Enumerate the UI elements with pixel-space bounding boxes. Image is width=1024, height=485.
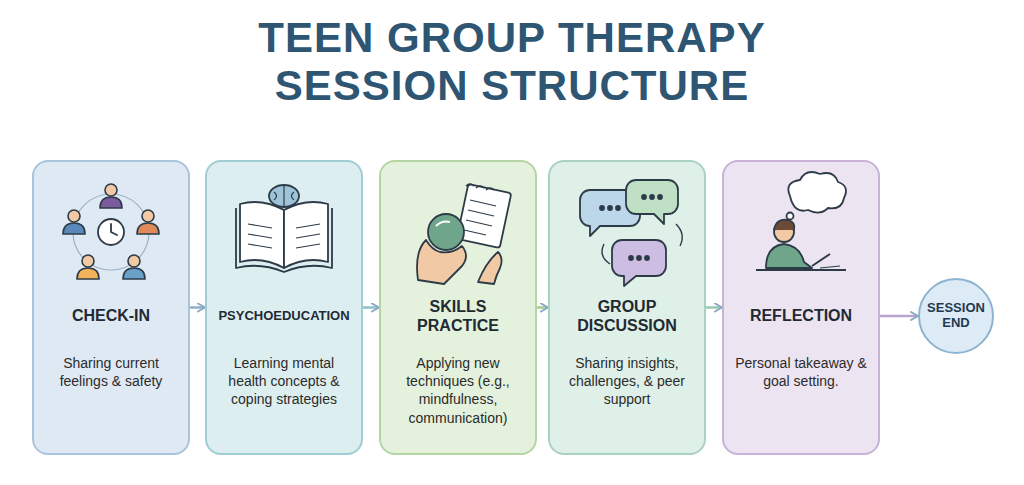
- stage-box: CHECK-IN Sharing current feelings & safet…: [32, 160, 190, 455]
- stage-description: Applying new techniques (e.g., mindfulne…: [391, 354, 525, 427]
- stage-box: SKILLS PRACTICE Applying new techniques (…: [379, 160, 537, 455]
- stage-heading: GROUP DISCUSSION: [556, 297, 698, 335]
- stage-box: PSYCHOEDUCATION Learning mental health co…: [205, 160, 363, 455]
- stage-description: Sharing insights, challenges, & peer sup…: [560, 354, 694, 409]
- heading-holder: GROUP DISCUSSION: [556, 284, 698, 348]
- stage-description: Learning mental health concepts & coping…: [217, 354, 351, 409]
- stage-description: Personal takeaway & goal setting.: [734, 354, 868, 390]
- flow-arrow: [190, 306, 205, 309]
- stage-heading: CHECK-IN: [72, 306, 150, 325]
- skills-icon: [417, 184, 511, 284]
- heading-holder: CHECK-IN: [40, 284, 182, 348]
- diagram-title: TEEN GROUP THERAPY SESSION STRUCTURE: [212, 14, 812, 110]
- stage-box: GROUP DISCUSSION Sharing insights, challe…: [548, 160, 706, 455]
- end-circle: SESSION END: [918, 278, 994, 354]
- stage-box: REFLECTION Personal takeaway & goal setti…: [722, 160, 880, 455]
- stage-heading: REFLECTION: [750, 306, 852, 325]
- discussion-icon: [580, 180, 682, 286]
- stage-heading: PSYCHOEDUCATION: [218, 308, 349, 324]
- flow-arrow: [706, 306, 722, 309]
- heading-holder: PSYCHOEDUCATION: [213, 284, 355, 348]
- flow-arrow: [537, 306, 548, 309]
- heading-holder: SKILLS PRACTICE: [387, 284, 529, 348]
- heading-holder: REFLECTION: [730, 284, 872, 348]
- flow-arrow: [880, 315, 918, 318]
- reflection-icon: [756, 172, 846, 270]
- checkin-icon: [63, 184, 159, 279]
- stage-heading: SKILLS PRACTICE: [387, 297, 529, 335]
- flow-arrow: [363, 306, 379, 309]
- end-label: SESSION END: [920, 301, 992, 331]
- book-icon: [236, 185, 332, 272]
- stage-description: Sharing current feelings & safety: [44, 354, 178, 390]
